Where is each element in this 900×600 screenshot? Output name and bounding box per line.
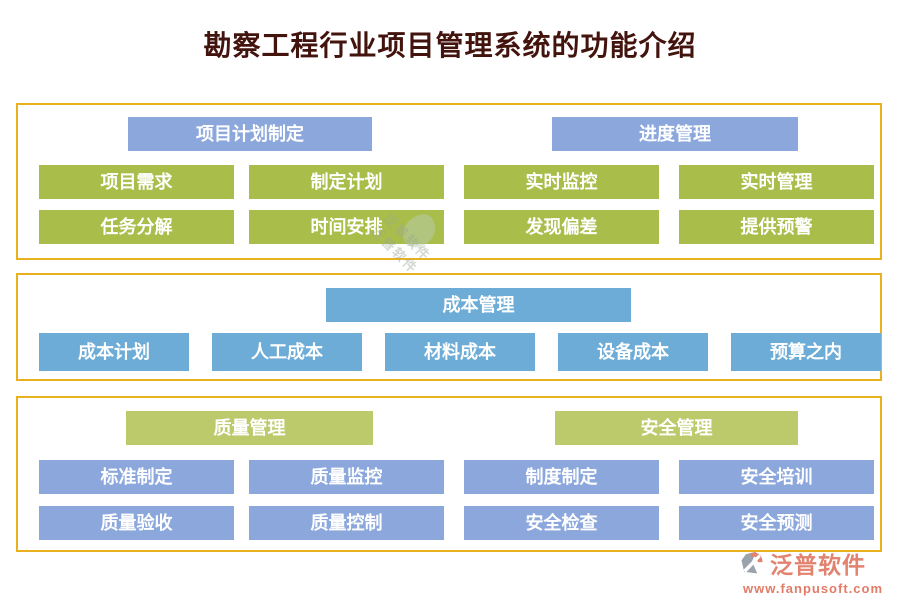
brand-footer: 泛普软件 www.fanpusoft.com bbox=[738, 546, 888, 596]
feature-block: 质量监控 bbox=[249, 460, 444, 494]
feature-block: 设备成本 bbox=[558, 333, 708, 371]
group-header-cost: 成本管理 bbox=[326, 288, 631, 322]
feature-block: 质量控制 bbox=[249, 506, 444, 540]
panel-cost: 成本管理 成本计划 人工成本 材料成本 设备成本 预算之内 bbox=[16, 273, 882, 381]
group-header-project-plan: 项目计划制定 bbox=[128, 117, 372, 151]
panel-quality-and-safety: 质量管理 安全管理 标准制定 质量监控 质量验收 质量控制 制度制定 安全培训 … bbox=[16, 396, 882, 552]
feature-block: 实时监控 bbox=[464, 165, 659, 199]
feature-block: 任务分解 bbox=[39, 210, 234, 244]
page-title: 勘察工程行业项目管理系统的功能介绍 bbox=[203, 30, 697, 61]
group-header-quality: 质量管理 bbox=[126, 411, 373, 445]
group-header-progress: 进度管理 bbox=[552, 117, 798, 151]
feature-block: 提供预警 bbox=[679, 210, 874, 244]
feature-block: 制定计划 bbox=[249, 165, 444, 199]
feature-block: 安全检查 bbox=[464, 506, 659, 540]
feature-block: 安全培训 bbox=[679, 460, 874, 494]
feature-block: 标准制定 bbox=[39, 460, 234, 494]
brand-name: 泛普软件 bbox=[770, 552, 866, 578]
fanpu-logo-icon bbox=[738, 549, 766, 577]
brand-url: www.fanpusoft.com bbox=[742, 581, 884, 596]
feature-block: 质量验收 bbox=[39, 506, 234, 540]
feature-block: 材料成本 bbox=[385, 333, 535, 371]
feature-block: 预算之内 bbox=[731, 333, 881, 371]
feature-block: 制度制定 bbox=[464, 460, 659, 494]
feature-block: 人工成本 bbox=[212, 333, 362, 371]
panel-plan-and-progress: 项目计划制定 进度管理 项目需求 制定计划 任务分解 时间安排 实时监控 实时管… bbox=[16, 103, 882, 260]
feature-block: 时间安排 bbox=[249, 210, 444, 244]
feature-block: 成本计划 bbox=[39, 333, 189, 371]
feature-block: 发现偏差 bbox=[464, 210, 659, 244]
group-header-safety: 安全管理 bbox=[555, 411, 798, 445]
feature-block: 实时管理 bbox=[679, 165, 874, 199]
feature-block: 安全预测 bbox=[679, 506, 874, 540]
feature-block: 项目需求 bbox=[39, 165, 234, 199]
